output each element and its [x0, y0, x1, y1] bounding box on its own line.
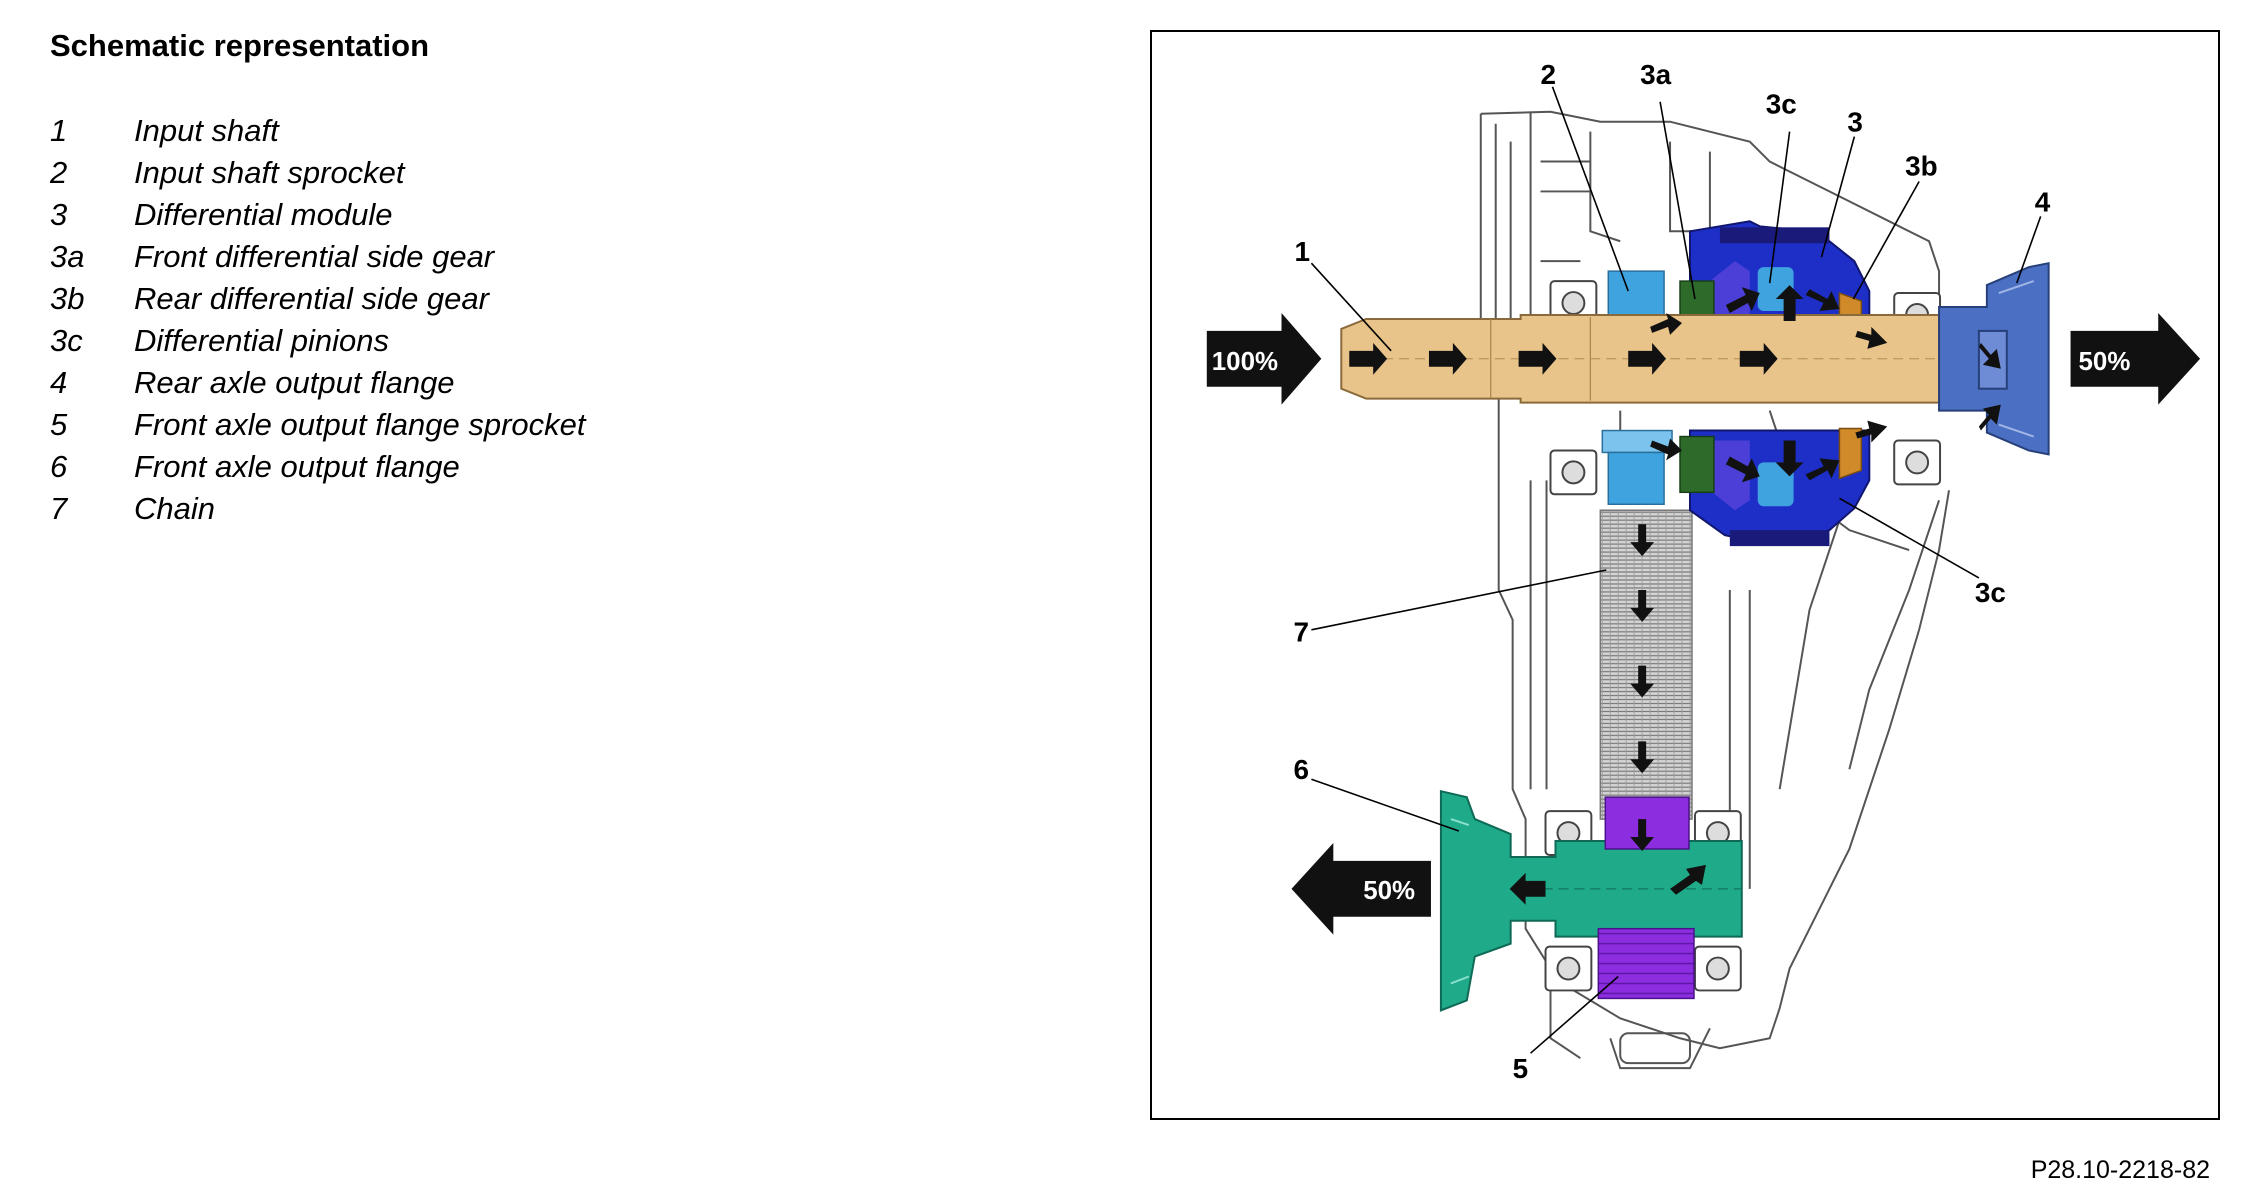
- page-title: Schematic representation: [50, 28, 430, 63]
- flow-arrows: [1349, 285, 2001, 905]
- legend-label: Differential pinions: [134, 323, 390, 358]
- callout-1: 1: [1294, 236, 1310, 267]
- callout-3b: 3b: [1905, 150, 1938, 181]
- diagram-frame: 100% 50% 50% 1 2 3a 3: [1150, 30, 2220, 1120]
- legend-number: 6: [50, 449, 68, 484]
- legend-label: Chain: [134, 491, 215, 526]
- legend-label: Input shaft: [134, 113, 279, 148]
- callout-3a: 3a: [1640, 59, 1672, 90]
- callout-7: 7: [1293, 617, 1309, 648]
- legend-label: Differential module: [134, 197, 393, 232]
- chain: [1599, 509, 1693, 820]
- legend-label: Front axle output flange: [134, 449, 460, 484]
- legend-item: 3a Front differential side gear: [50, 236, 585, 278]
- legend-item: 1 Input shaft: [50, 110, 585, 152]
- callout-3c-bottom: 3c: [1975, 577, 2006, 608]
- torque-front-output-arrow: 50%: [1291, 842, 1431, 935]
- legend-item: 3c Differential pinions: [50, 320, 585, 362]
- callout-3c-top: 3c: [1766, 89, 1797, 120]
- legend-item: 5 Front axle output flange sprocket: [50, 404, 585, 446]
- legend-label: Rear differential side gear: [134, 281, 489, 316]
- legend-label: Front differential side gear: [134, 239, 495, 274]
- callout-5: 5: [1513, 1053, 1529, 1084]
- legend-item: 3b Rear differential side gear: [50, 278, 585, 320]
- leader-lines: [1310, 86, 2042, 1054]
- torque-rear-output-arrow: 50%: [2070, 312, 2201, 405]
- legend-number: 3b: [50, 281, 85, 316]
- legend-number: 2: [50, 155, 68, 190]
- callouts: 1 2 3a 3c 3 3b 4 3c 7 6 5: [1293, 59, 2050, 1084]
- callout-4: 4: [2035, 186, 2051, 217]
- callout-2: 2: [1541, 59, 1557, 90]
- legend-item: 2 Input shaft sprocket: [50, 152, 585, 194]
- reference-code: P28.10-2218-82: [2030, 1156, 2210, 1184]
- legend-item: 3 Differential module: [50, 194, 585, 236]
- transfer-case-diagram: 100% 50% 50% 1 2 3a 3: [1206, 59, 2201, 1084]
- callout-6: 6: [1293, 754, 1309, 785]
- torque-input-arrow: 100%: [1206, 312, 1322, 405]
- torque-input-label: 100%: [1212, 348, 1278, 376]
- legend-label: Front axle output flange sprocket: [134, 407, 586, 442]
- legend-item: 7 Chain: [50, 488, 585, 530]
- legend-number: 7: [50, 491, 68, 526]
- legend-number: 5: [50, 407, 68, 442]
- torque-front-output-label: 50%: [1363, 877, 1415, 905]
- legend-number: 3a: [50, 239, 85, 274]
- legend-number: 4: [50, 365, 68, 400]
- legend-label: Rear axle output flange: [134, 365, 455, 400]
- front-axle-output-flange-sprocket: [1597, 796, 1695, 1000]
- legend-number: 3: [50, 197, 68, 232]
- legend-number: 3c: [50, 323, 83, 358]
- callout-3: 3: [1847, 107, 1863, 138]
- torque-rear-output-label: 50%: [2079, 348, 2131, 376]
- legend-item: 4 Rear axle output flange: [50, 362, 585, 404]
- legend-label: Input shaft sprocket: [134, 155, 405, 190]
- legend-number: 1: [50, 113, 68, 148]
- legend-item: 6 Front axle output flange: [50, 446, 585, 488]
